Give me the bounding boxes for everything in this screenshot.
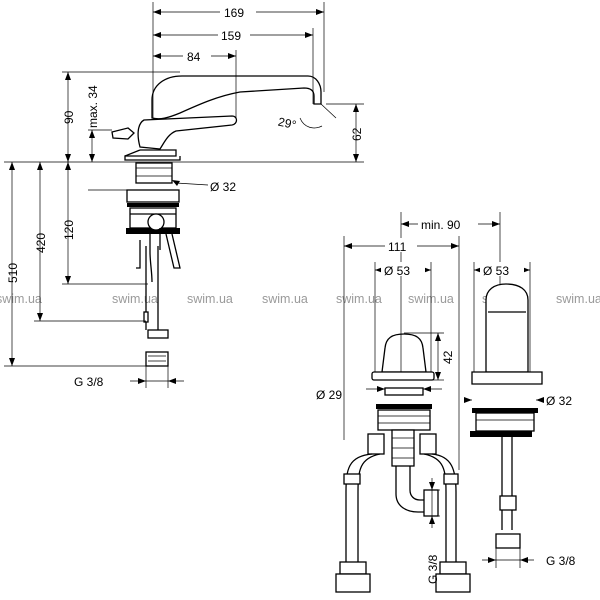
dim-42: 42 [441, 350, 455, 364]
dim-angle-29: 29° [277, 115, 298, 133]
label-bg [381, 262, 425, 276]
watermark: swim.ua [262, 292, 308, 306]
valve-rosette [371, 371, 435, 381]
outlet-elbow [395, 466, 430, 513]
shank [135, 162, 173, 184]
dim-diameter-29: Ø 29 [316, 388, 342, 402]
label-bg [220, 4, 256, 18]
label-bg [480, 262, 524, 276]
label-bg [183, 49, 211, 63]
label-bg [218, 27, 250, 41]
dim-169: 169 [224, 6, 244, 20]
dim-diameter-32: Ø 32 [210, 180, 236, 194]
deck-plate-edge [124, 149, 141, 157]
hose-clip [143, 311, 149, 323]
spout-mount [475, 412, 535, 432]
angle-line [320, 103, 337, 119]
dim-62: 62 [350, 127, 364, 141]
dim-max-34: max. 34 [86, 85, 100, 128]
arrowheads [488, 557, 528, 563]
spout-plate [470, 431, 532, 437]
label-bg [385, 238, 417, 252]
dim-diameter-32-spout: Ø 32 [546, 394, 572, 408]
dim-159: 159 [221, 29, 241, 43]
valve-connector [147, 213, 165, 231]
spout-supply [501, 437, 513, 496]
connector-right [419, 433, 437, 455]
spout-supply-lower [501, 510, 513, 530]
right-dimensions: min. 90 111 Ø 53 Ø 53 42 Ø 29 [316, 212, 576, 584]
hose-crimp [443, 473, 459, 485]
leader-line [175, 182, 209, 186]
hose-end-nut-left [339, 561, 367, 575]
arrowheads [464, 397, 544, 403]
watermark: swim.ua [336, 292, 382, 306]
dim-g-3-8-right: G 3/8 [546, 554, 576, 568]
spout-washer [472, 408, 538, 413]
arrowheads [89, 130, 95, 162]
hose-end-nut [145, 351, 169, 367]
hose-end-nut-right [439, 561, 467, 575]
hose-left [149, 228, 153, 283]
dim-diameter-53-spout: Ø 53 [483, 264, 509, 278]
watermark: swim.ua [187, 292, 233, 306]
valve-nut [384, 387, 424, 396]
valve-washer [376, 404, 432, 409]
hose-nut [147, 329, 169, 339]
dim-diameter-53-valve: Ø 53 [384, 264, 410, 278]
handle-lever [137, 115, 238, 150]
dim-g-3-8-left: G 3/8 [74, 375, 104, 389]
connector-left [367, 433, 385, 455]
dim-min-90: min. 90 [421, 218, 461, 232]
watermark: swim.ua [556, 292, 600, 306]
front-view-assembly [335, 283, 543, 593]
angle-arc [299, 117, 323, 129]
spout-body [485, 283, 529, 373]
lever-rod [165, 233, 181, 269]
hose-crimp [343, 473, 361, 485]
outlet-fitting [423, 489, 439, 517]
dim-g-3-8-vertical: G 3/8 [426, 554, 440, 584]
watermark: swim.ua [112, 292, 158, 306]
left-dimensions: 169 159 84 90 max. 34 120 [4, 2, 364, 389]
arrowhead [172, 180, 180, 186]
deck-plate [124, 149, 181, 161]
mounting-plate [126, 228, 180, 234]
spout-crimp [499, 495, 517, 511]
dim-510: 510 [6, 263, 20, 283]
dim-120: 120 [62, 220, 76, 240]
mounting-nut [126, 189, 180, 203]
hose-left [345, 453, 381, 562]
dim-111: 111 [388, 240, 407, 254]
dim-84: 84 [187, 50, 201, 64]
arrowheads [138, 378, 176, 384]
watermark: swim.ua [0, 292, 42, 306]
label-bg [418, 216, 478, 230]
spout [151, 75, 322, 120]
mounting-washer [127, 203, 179, 207]
hose-bend [136, 240, 141, 269]
valve-body [377, 409, 431, 431]
dim-90: 90 [62, 110, 76, 124]
hose-right [423, 453, 457, 562]
spout-rosette [471, 371, 543, 385]
hose-end-fitting-left [335, 573, 371, 593]
spout-end-nut [495, 533, 521, 549]
valve-handle [381, 333, 427, 373]
dim-420: 420 [34, 233, 48, 253]
hose-end-fitting-right [435, 573, 471, 593]
handle-knob [111, 127, 135, 140]
